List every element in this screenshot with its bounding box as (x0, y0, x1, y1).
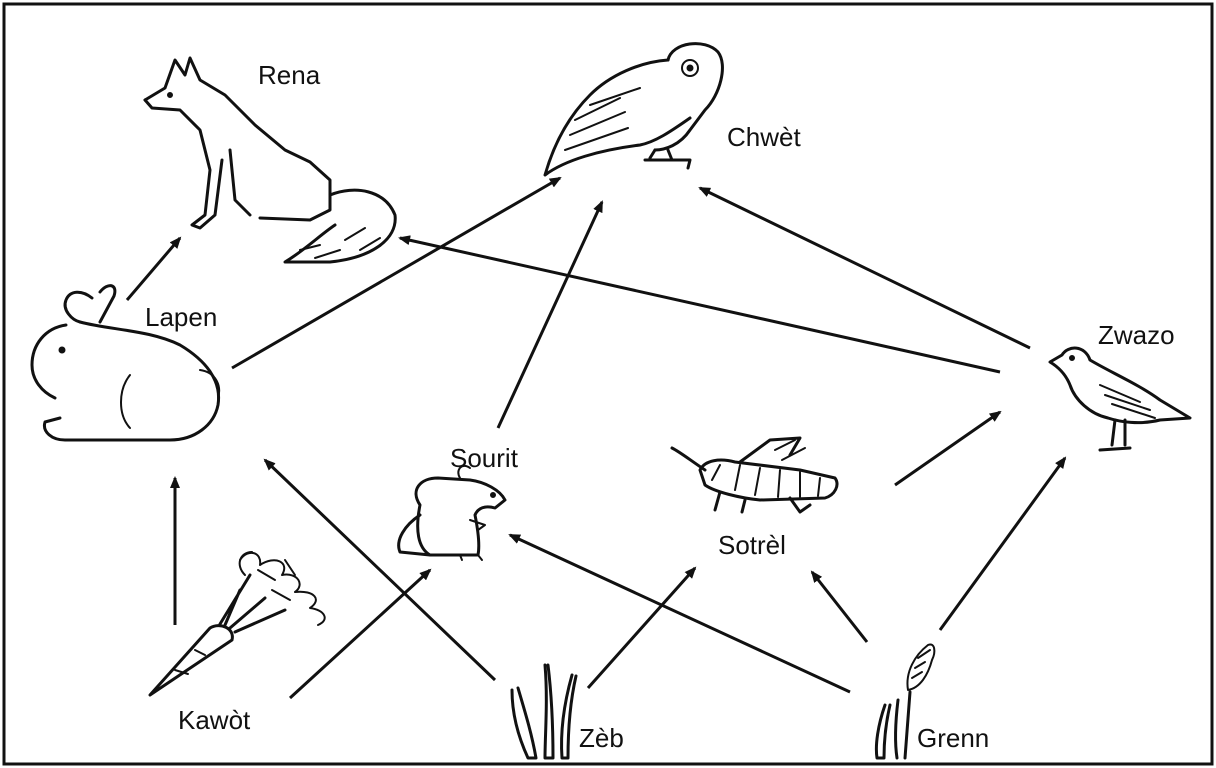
grasshopper-icon (670, 436, 839, 514)
arrow-zwazo-to-rena (398, 235, 1001, 374)
arrow-zwazo-to-chwet (698, 186, 1031, 350)
arrow-sotrel-to-zwazo (894, 410, 1002, 487)
owl-icon (543, 42, 724, 177)
arrow-zeb-to-lapen (263, 458, 497, 682)
arrow-lapen-to-rena (125, 236, 182, 301)
arrow-kawot-to-sourit (288, 568, 432, 700)
arrows-group (125, 176, 1067, 700)
node-label-kawot: Kawòt (178, 705, 251, 735)
mouse-icon (397, 464, 507, 561)
carrot-icon (148, 551, 326, 697)
bird-icon (1048, 346, 1192, 452)
arrow-zeb-to-sotrel (586, 566, 697, 689)
arrow-grenn-to-sourit (508, 533, 851, 694)
arrow-grenn-to-sotrel (810, 570, 869, 643)
node-label-lapen: Lapen (145, 302, 218, 332)
node-label-sotrel: Sotrèl (718, 530, 786, 560)
arrow-grenn-to-zwazo (938, 456, 1067, 631)
node-label-chwet: Chwèt (727, 122, 801, 152)
node-label-zeb: Zèb (579, 723, 624, 753)
node-label-zwazo: Zwazo (1098, 320, 1175, 350)
arrow-sourit-to-chwet (496, 200, 604, 429)
node-label-rena: Rena (258, 60, 321, 90)
node-label-sourit: Sourit (450, 443, 518, 473)
node-label-grenn: Grenn (917, 723, 990, 753)
arrow-lapen-to-chwet (231, 176, 562, 370)
fox-icon (143, 56, 397, 264)
rabbit-icon (30, 284, 221, 442)
grain-icon (874, 643, 936, 760)
grass-icon (510, 663, 578, 760)
